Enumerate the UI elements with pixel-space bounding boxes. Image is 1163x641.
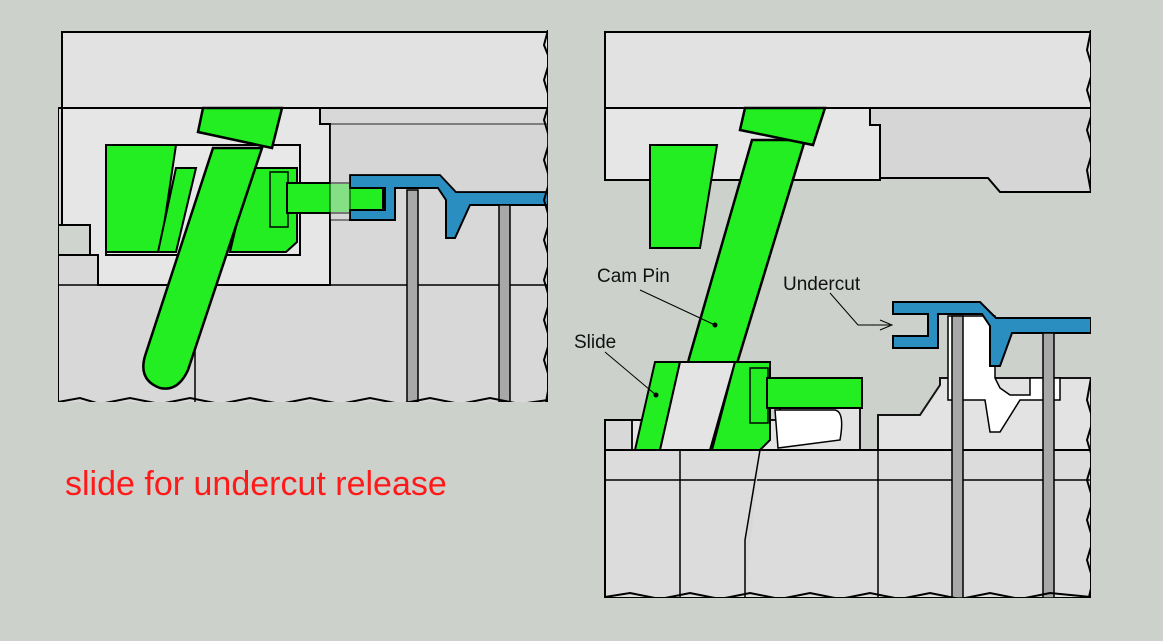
top-clamp-plate-left [61, 31, 548, 109]
core-pin-right [766, 377, 863, 409]
heel-block [649, 144, 719, 249]
callouts [604, 289, 894, 396]
top-clamp-plate-right [604, 31, 1091, 109]
label-slide: Slide [574, 332, 616, 353]
break-edge-left [542, 30, 548, 402]
ejector-pin-right-2 [1042, 332, 1055, 598]
ejector-pin-right-1 [951, 315, 964, 598]
open-mold-view [604, 30, 1091, 598]
ejector-pin-left-2 [498, 204, 511, 402]
cam-pin-left [142, 106, 284, 390]
ejector-pin-left-1 [406, 189, 419, 402]
label-undercut: Undercut [783, 274, 861, 295]
label-cam-pin: Cam Pin [597, 266, 670, 287]
left-step [58, 224, 91, 256]
molded-part-right [892, 301, 1091, 367]
caption: slide for undercut release [65, 465, 447, 503]
closed-mold-view [58, 30, 548, 402]
